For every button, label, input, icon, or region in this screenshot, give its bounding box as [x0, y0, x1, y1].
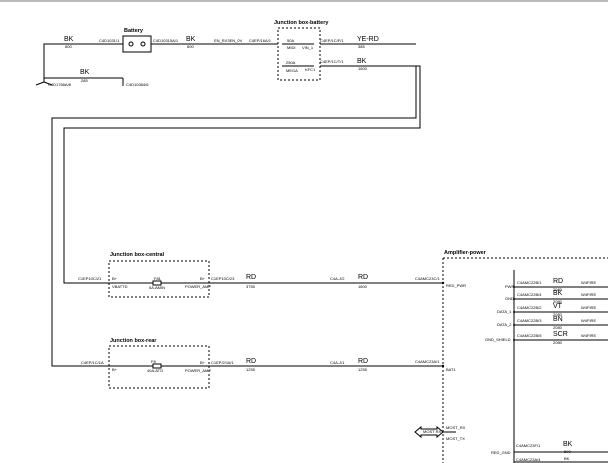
rear-seg2-section: 1255 — [358, 367, 367, 372]
signal-wire-color: SCR — [553, 331, 568, 338]
out2-wire-color: BK — [357, 58, 367, 65]
signal-wire-section: 2080 — [553, 340, 562, 345]
amplifier-pwr-connector: C4AMC23C/1 — [415, 276, 440, 281]
junction-central-pin-out: B+ — [200, 276, 206, 281]
signal-pin: GND_SHIELD — [485, 337, 511, 342]
battery-right-wire-color: BK — [186, 36, 196, 43]
ground-wire-color: BK — [80, 69, 90, 76]
signal-pin: DATA_2 — [497, 322, 512, 327]
signal-tag: W4FIRE — [581, 305, 597, 310]
signal-connector: C4AMC22B/4 — [517, 292, 542, 297]
out1-connector: C4EP/1C/F/1 — [320, 38, 344, 43]
bottom-wire-color: BK — [563, 441, 573, 448]
ground-left-connector: C4D1768A/8 — [48, 82, 71, 87]
junction-rear-title: Junction box-rear — [110, 338, 157, 344]
bottom-wire2-color: BK — [564, 456, 570, 461]
junction-box-rear-outline — [108, 345, 210, 389]
signal-wire-section: 2080 — [553, 299, 562, 304]
most-tx-label: MOST_TX — [446, 436, 465, 441]
red-gnd-pin: RED_GND — [491, 450, 511, 455]
rear-fuse-id: F8 — [151, 359, 156, 364]
signal-connector: C4AMC22B/3 — [517, 318, 542, 323]
signal-wire-color: RD — [553, 278, 564, 285]
pin2-label: KFC1 — [305, 67, 316, 72]
amplifier-pwr-pin: RED_PWR — [446, 283, 467, 288]
out1-wire-color: YE-RD — [357, 36, 379, 43]
battery-title: Battery — [124, 28, 143, 34]
amplifier-rear-pin: BAT1 — [446, 367, 456, 372]
signal-tag: W4FIRE — [581, 292, 597, 297]
junction-battery-title: Junction box-battery — [274, 20, 329, 26]
battery-ground-wire — [35, 43, 123, 86]
signal-tag: W4FIRE — [581, 280, 597, 285]
central-seg1-color: RD — [246, 274, 257, 281]
signal-pin: PWR — [505, 284, 515, 289]
junction-battery-in-connector: C4EP/16A/1 — [249, 38, 272, 43]
central-splice: C4A-J/2 — [330, 276, 345, 281]
pin1-label: VIN_1 — [302, 45, 314, 50]
junction-box-battery-outline — [277, 27, 321, 81]
battery-left-wire-section: 600 — [65, 44, 72, 49]
junction-rear-out-connector: C1EP/2/16/1 — [211, 360, 234, 365]
rear-seg1-section: 1255 — [246, 367, 255, 372]
signal-wire-color: BN — [553, 316, 563, 323]
out1-wire-section: 385 — [358, 44, 365, 49]
junction-rear-pin-in: B+ — [112, 367, 118, 372]
signal-tag: W4FIRE — [581, 318, 597, 323]
signal-wire-section: 2080 — [553, 325, 562, 330]
battery-net-label: EN_RX3EN_0V — [214, 38, 243, 43]
junction-central-pin-in-label: VBATTD — [112, 284, 128, 289]
central-fuse-rating: 5A,AMIN — [149, 285, 166, 290]
fuse2-label: MEGA — [286, 68, 298, 73]
junction-rear-pin-out: B+ — [200, 360, 206, 365]
most-rx-label: MOST_RX — [446, 425, 466, 430]
rear-seg2-color: RD — [358, 358, 369, 365]
battery-symbol — [122, 35, 152, 53]
junction-central-title: Junction box-central — [110, 252, 165, 258]
junction-central-pin-out-label: POWER_AMP — [185, 284, 212, 289]
battery-right-connector: C4D10315A/1 — [153, 38, 179, 43]
out2-connector: C4EP/1C/T/1 — [320, 59, 344, 64]
signal-wire-section: 2080 — [553, 287, 562, 292]
amplifier-rear-connector: C4AMC23A/1 — [415, 359, 440, 364]
battery-right-wire-section: 600 — [187, 44, 194, 49]
rear-splice: C4A-J/1 — [330, 360, 345, 365]
central-seg2-section: 1600 — [358, 284, 367, 289]
signal-connector: C4AMC22B/5 — [517, 333, 542, 338]
central-fuse-id: F81 — [154, 276, 161, 281]
junction-rear-pin-out-label: POWER_AMP — [185, 368, 212, 373]
signal-connector: C4AMC22B/2 — [517, 305, 542, 310]
most-arrow-label: MOST RX — [423, 429, 442, 434]
battery-left-wire-color: BK — [64, 36, 74, 43]
signal-connector: C4AMC22B/1 — [517, 280, 542, 285]
signal-tag: W4FIRE — [581, 333, 597, 338]
signal-pin: DATA_1 — [497, 309, 512, 314]
junction-central-out-connector: C1EP10C/23 — [211, 276, 235, 281]
signal-wire-color: BK — [553, 290, 563, 297]
signal-pin: GND — [505, 296, 514, 301]
battery-left-connector: C4D1031/1 — [99, 38, 120, 43]
signal-wire-color: VT — [553, 303, 562, 310]
fuse1-rating: 50A — [287, 38, 295, 43]
central-seg1-section: 3755 — [246, 284, 255, 289]
rear-seg1-color: RD — [246, 358, 257, 365]
bottom-wire-section: 590 — [564, 449, 571, 454]
amplifier-bottom-connector-2: C4AMC23A/4 — [516, 457, 541, 462]
signal-wire-section: 2080 — [553, 312, 562, 317]
junction-box-central-outline — [108, 260, 210, 298]
junction-central-pin-in: B+ — [112, 276, 118, 281]
junction-rear-in-connector: C4EP/1C/1A — [81, 360, 104, 365]
fuse1-label: MIDI — [287, 45, 296, 50]
central-seg2-color: RD — [358, 274, 369, 281]
rear-fuse-rating: 40A,ATO — [147, 368, 164, 373]
ground-wire-section: 285 — [81, 78, 88, 83]
fuse2-rating: 250A — [286, 60, 296, 65]
amplifier-bottom-connector: C4AMC23F/1 — [516, 443, 541, 448]
amplifier-title: Amplifier-power — [444, 250, 486, 256]
out2-wire-section: 1600 — [358, 66, 367, 71]
ground-right-connector: C4D10384/6 — [126, 82, 149, 87]
junction-central-in-connector: C1EP10C/21 — [78, 276, 102, 281]
